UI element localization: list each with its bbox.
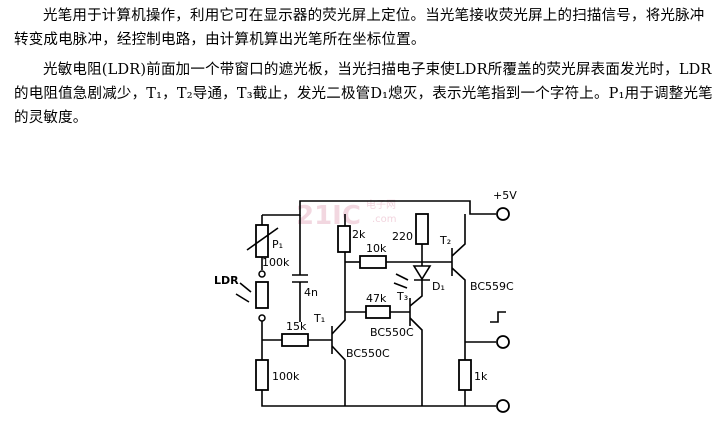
led-d1 bbox=[412, 265, 432, 281]
ldr-label: LDR bbox=[214, 274, 239, 287]
t2-part: BC559C bbox=[470, 280, 514, 293]
paragraph-intro: 光笔用于计算机操作，利用它可在显示器的荧光屏上定位。当光笔接收荧光屏上的扫描信号… bbox=[14, 8, 705, 48]
potentiometer-p1 bbox=[255, 224, 269, 258]
c1-label: 4n bbox=[304, 286, 318, 299]
resistor-10k bbox=[359, 255, 387, 269]
t2-label: T₂ bbox=[439, 234, 451, 247]
paragraph-operation: 光敏电阻(LDR)前面加一个带窗口的遮光板，当光扫描电子束使LDR所覆盖的荧光屏… bbox=[14, 62, 713, 126]
r2k-label: 2k bbox=[352, 228, 366, 241]
transistor-t2 bbox=[451, 214, 466, 360]
capacitor-4n bbox=[292, 215, 308, 322]
p1-label: P₁ bbox=[272, 238, 283, 251]
t3-part: BC550C bbox=[370, 326, 414, 339]
top-rail bbox=[262, 200, 496, 216]
ldr-light-arrows bbox=[235, 282, 252, 303]
ground-rail bbox=[261, 390, 496, 407]
watermark-subtitle: 电子网 bbox=[366, 198, 396, 211]
supply-label: +5V bbox=[493, 189, 517, 202]
d1-label: D₁ bbox=[432, 280, 445, 293]
ldr-resistor bbox=[255, 281, 269, 309]
t1-part: BC550C bbox=[346, 347, 390, 360]
watermark-domain: .com bbox=[372, 214, 397, 225]
resistor-15k bbox=[281, 333, 309, 347]
r100k-label: 100k bbox=[272, 370, 300, 383]
r10k-label: 10k bbox=[366, 242, 387, 255]
r1k-label: 1k bbox=[474, 370, 488, 383]
resistor-2k bbox=[337, 225, 351, 253]
ground-terminal[interactable] bbox=[496, 399, 510, 413]
led-emission-arrows bbox=[393, 273, 409, 289]
node-a bbox=[258, 270, 266, 278]
t3-label: T₃ bbox=[396, 290, 408, 303]
p1-value: 100k bbox=[262, 256, 290, 269]
watermark-logo: 21IC bbox=[296, 201, 361, 231]
p1-wiper-arrow bbox=[246, 227, 279, 251]
pulse-symbol bbox=[490, 311, 506, 323]
r220-label: 220 bbox=[392, 230, 413, 243]
resistor-47k bbox=[365, 305, 391, 319]
r47k-label: 47k bbox=[366, 292, 387, 305]
resistor-100k bbox=[255, 359, 269, 391]
node-b bbox=[258, 314, 266, 322]
resistor-1k bbox=[458, 359, 472, 391]
transistor-t3 bbox=[409, 286, 423, 406]
output-terminal[interactable] bbox=[496, 335, 510, 349]
resistor-220 bbox=[415, 213, 429, 245]
t1-label: T₁ bbox=[313, 312, 325, 325]
r15k-label: 15k bbox=[286, 320, 307, 333]
supply-terminal[interactable] bbox=[496, 207, 510, 221]
